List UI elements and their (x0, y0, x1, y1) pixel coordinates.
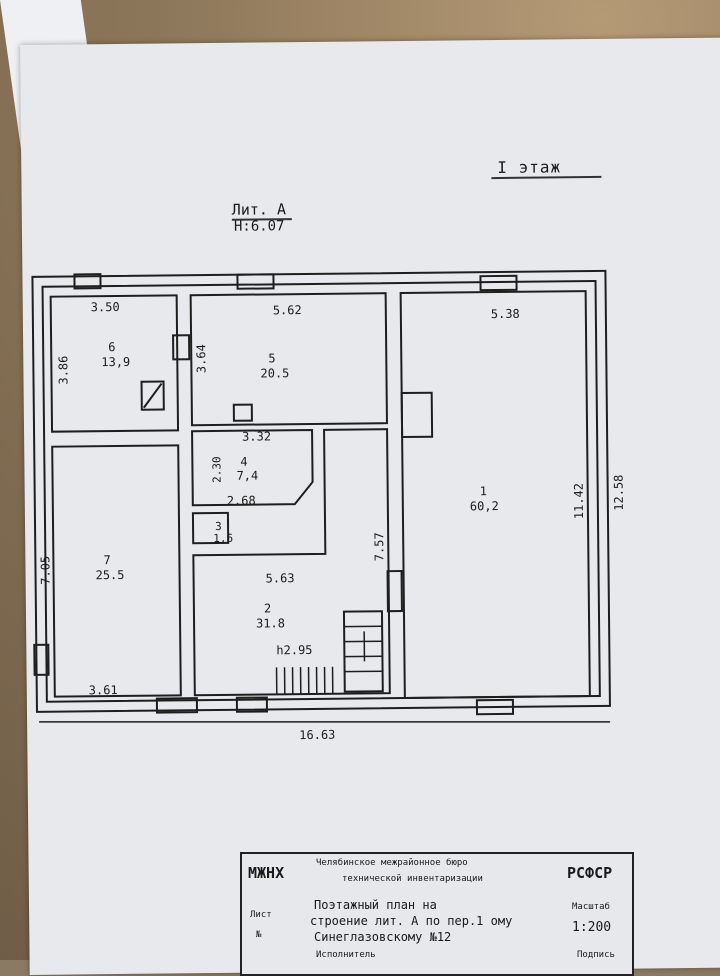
dimension-line-bottom (39, 716, 610, 728)
dim-562: 5.62 (273, 303, 302, 317)
room-7-number: 7 (103, 553, 110, 567)
outer-wall (32, 271, 610, 712)
dim-332: 3.32 (242, 429, 271, 443)
dim-1258: 12.58 (612, 475, 626, 511)
dim-757: 7.57 (372, 532, 386, 561)
room-4-number: 4 (240, 455, 247, 469)
dim-386: 3.86 (56, 356, 70, 385)
room-1-outline (401, 291, 590, 698)
dim-h295: h2.95 (276, 643, 312, 657)
dim-1663: 16.63 (299, 728, 335, 742)
stamp-org-line2: технической инвентаризации (342, 874, 483, 884)
stamp-org-line1: Челябинское межрайонное бюро (316, 858, 468, 868)
dim-563: 5.63 (266, 571, 295, 585)
dim-268: 2.68 (227, 494, 256, 508)
stamp-scale: 1:200 (572, 920, 611, 935)
room-2-area: 31.8 (256, 616, 285, 630)
stamp-title-line2: строение лит. А по пер.1 ому (310, 914, 512, 928)
room-7-area: 25.5 (95, 568, 124, 582)
stamp-sign-label: Подпись (577, 950, 615, 960)
room-4-area: 7,4 (236, 469, 258, 483)
dim-705: 7.05 (38, 556, 52, 585)
dim-364: 3.64 (194, 344, 208, 373)
room-6-number: 6 (108, 340, 115, 354)
stamp-executor-label: Исполнитель (316, 950, 376, 960)
inner-wall-line (43, 281, 600, 702)
room-1-number: 1 (480, 484, 487, 498)
window-top-2 (237, 274, 273, 288)
stamp-title-line3: Синеглазовскому №12 (314, 930, 451, 944)
stove-room-5 (234, 405, 252, 421)
dim-361: 3.61 (89, 683, 118, 697)
window-inner-6-5 (173, 335, 189, 359)
room-5-area: 20.5 (260, 366, 289, 380)
stamp-sheet-label: Лист (250, 910, 272, 920)
room-1-area: 60,2 (470, 499, 499, 513)
dim-350: 3.50 (91, 300, 120, 314)
stamp-num-label: № (256, 930, 261, 940)
title-block-stamp: МЖНХ Челябинское межрайонное бюро технич… (240, 852, 634, 976)
floor-plan-sheet: I этаж Лит. А Н:6.07 (20, 37, 720, 974)
dim-538: 5.38 (491, 307, 520, 321)
room-3-area: 1,6 (213, 532, 233, 545)
room-2-number: 2 (264, 601, 271, 615)
dim-1142: 11.42 (572, 483, 586, 519)
room-5-number: 5 (268, 351, 275, 365)
room-6-area: 13,9 (101, 355, 130, 369)
chimney (402, 393, 432, 437)
stamp-title-line1: Поэтажный план на (314, 898, 437, 912)
floor-plan-drawing: 6 13,9 5 20.5 1 60,2 7 25.5 4 7,4 3 1,6 … (20, 38, 720, 805)
stamp-scale-label: Масштаб (572, 902, 610, 912)
stamp-org-short: МЖНХ (248, 864, 284, 882)
dim-230: 2.30 (210, 456, 223, 483)
stamp-country: РСФСР (567, 864, 612, 882)
stairs-outline (344, 611, 383, 691)
